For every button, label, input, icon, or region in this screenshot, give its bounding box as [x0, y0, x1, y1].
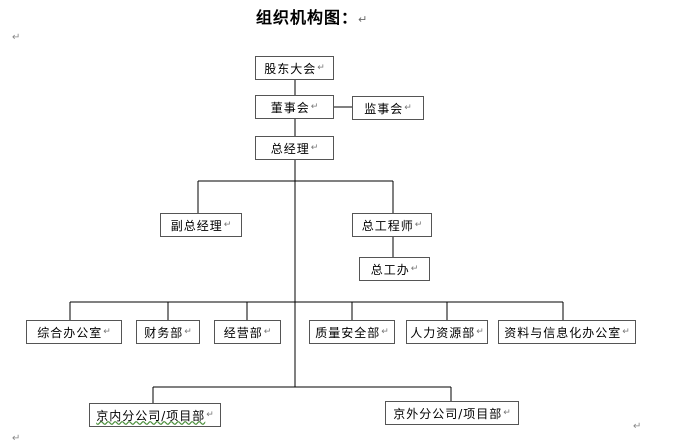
node-dept-quality-safety: 质量安全部↵ [309, 320, 395, 344]
node-dept-info: 资料与信息化办公室↵ [498, 320, 636, 344]
paragraph-mark: ↵ [12, 433, 21, 444]
node-chief-engineer-office: 总工办↵ [359, 257, 430, 281]
node-shareholders: 股东大会↵ [255, 56, 334, 80]
node-deputy-gm: 副总经理↵ [160, 213, 242, 237]
node-board: 董事会↵ [255, 95, 334, 119]
node-supervisors: 监事会↵ [352, 96, 424, 120]
page-title: 组织机构图：↵ [256, 8, 369, 27]
node-dept-operations: 经营部↵ [214, 320, 281, 344]
node-beijing-outer: 京外分公司/项目部↵ [385, 401, 519, 425]
node-dept-finance: 财务部↵ [136, 320, 200, 344]
node-chief-engineer: 总工程师↵ [352, 213, 432, 237]
node-dept-hr: 人力资源部↵ [406, 320, 488, 344]
node-beijing-inner: 京内分公司/项目部↵ [89, 403, 221, 427]
paragraph-mark: ↵ [633, 421, 642, 432]
paragraph-mark: ↵ [12, 32, 21, 43]
node-gm: 总经理↵ [255, 136, 334, 160]
node-dept-general-office: 综合办公室↵ [26, 320, 122, 344]
